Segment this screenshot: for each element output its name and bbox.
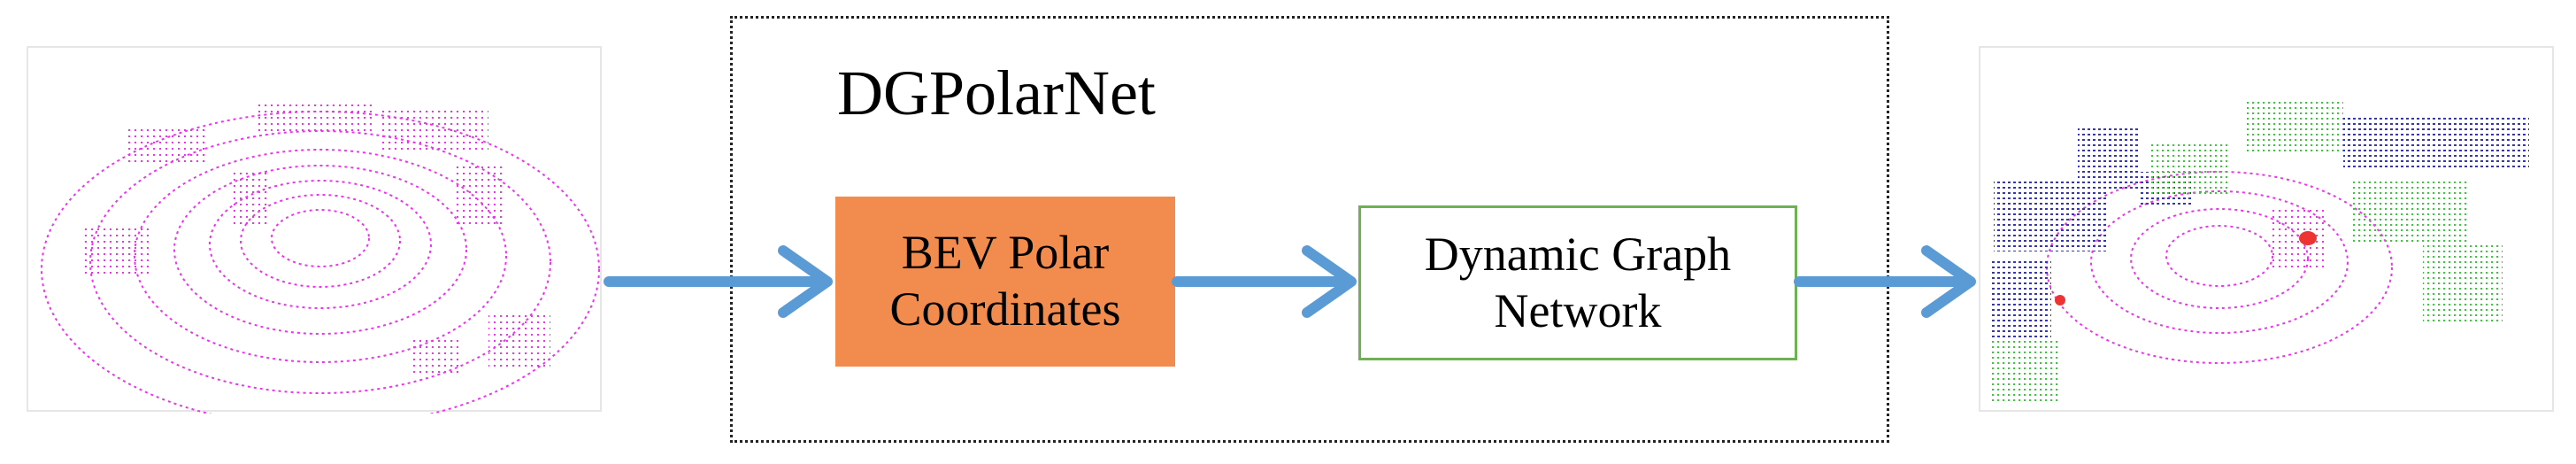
output-segmented-point-cloud-image xyxy=(1979,46,2554,412)
dgn-block-line2: Network xyxy=(1494,283,1662,337)
model-container-box: DGPolarNet xyxy=(730,16,1889,443)
dgn-block-line1: Dynamic Graph xyxy=(1424,227,1732,281)
bev-block-line2: Coordinates xyxy=(889,282,1121,336)
input-point-cloud-image xyxy=(27,46,602,414)
dynamic-graph-network-block: Dynamic Graph Network xyxy=(1358,205,1797,360)
bev-polar-coordinates-block: BEV Polar Coordinates xyxy=(835,197,1175,367)
arrow-dgn-to-output xyxy=(1794,245,1976,318)
bev-block-line1: BEV Polar xyxy=(901,226,1110,280)
output-point-cloud-graphic xyxy=(1989,101,2529,402)
arrow-bev-to-dgn xyxy=(1172,245,1357,318)
model-title: DGPolarNet xyxy=(837,58,1156,128)
input-point-cloud-graphic xyxy=(41,101,600,414)
arrow-input-to-bev xyxy=(604,245,833,318)
